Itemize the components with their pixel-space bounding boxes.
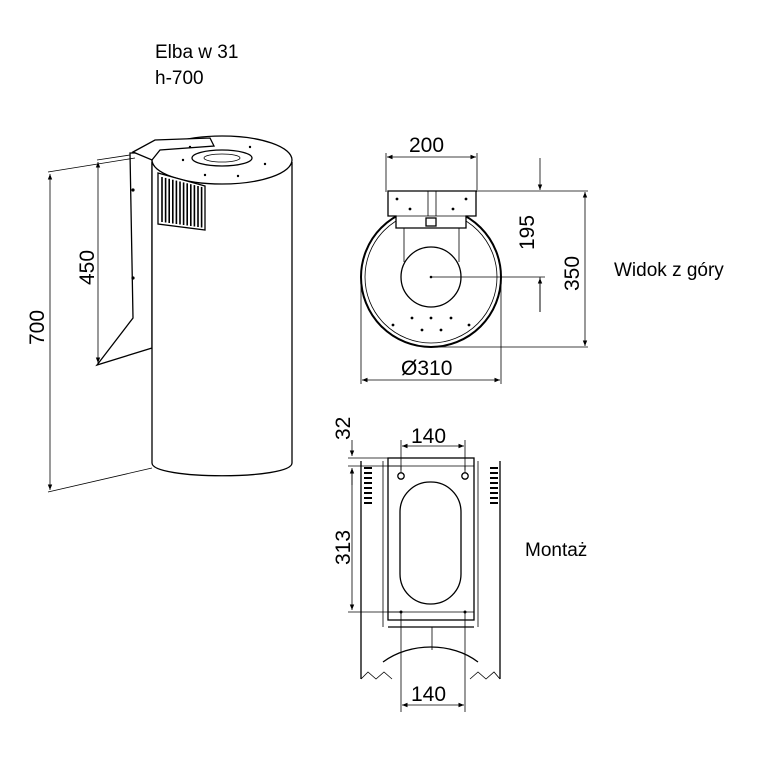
dim-140-top-text: 140	[411, 425, 446, 448]
mounting-view: 32 140 313 140 Montaż	[332, 417, 587, 712]
top-view-label: Widok z góry	[614, 260, 724, 281]
dim-313-text: 313	[332, 530, 355, 565]
dim-450-text: 450	[76, 250, 99, 285]
dim-32-text: 32	[332, 417, 355, 440]
dim-195-text: 195	[516, 215, 539, 250]
wall-bracket-panel	[95, 152, 153, 367]
mounting-view-label: Montaż	[525, 540, 587, 561]
header: Elba w 31 h-700	[155, 42, 238, 89]
cylinder-body	[151, 162, 293, 477]
chimney-opening	[191, 149, 253, 167]
model-name: Elba w 31	[155, 42, 238, 63]
mount-vents-right	[490, 467, 498, 504]
dim-140-bottom-text: 140	[411, 683, 446, 706]
top-view: 200 195 350	[360, 134, 724, 384]
top-mount-bracket	[131, 137, 216, 161]
mount-vents-left	[364, 467, 372, 504]
height-code: h-700	[155, 68, 204, 89]
dim-200-text: 200	[409, 134, 444, 157]
hood-lower-curve	[382, 646, 479, 663]
dim-310-text: Ø310	[401, 357, 452, 380]
top-bracket	[387, 190, 477, 229]
mount-oval-cutout	[399, 481, 462, 605]
vent-grille	[157, 172, 206, 231]
dim-350-text: 350	[561, 256, 584, 291]
side-view: 700 450	[26, 135, 293, 493]
chimney-opening-inner	[203, 153, 241, 163]
dim-700-text: 700	[26, 310, 49, 345]
